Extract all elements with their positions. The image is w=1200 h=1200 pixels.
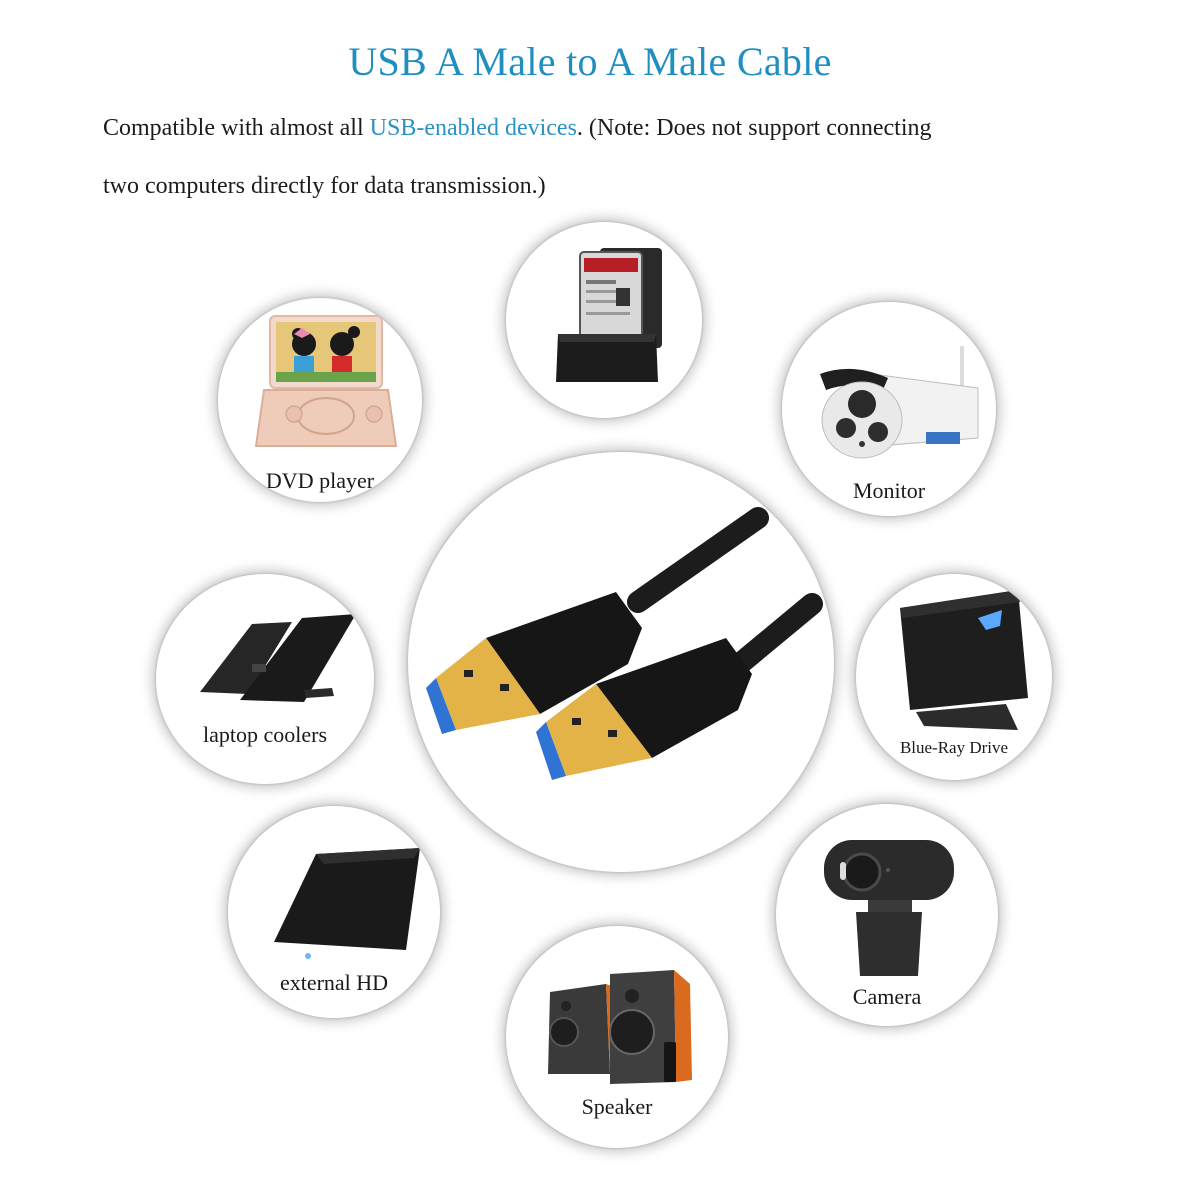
blue-ray-drive-icon bbox=[900, 590, 1028, 730]
usb-a-cable-icon bbox=[426, 507, 823, 780]
label-laptop-coolers: laptop coolers bbox=[202, 722, 328, 747]
device-circle-external-hd: external HD bbox=[228, 806, 440, 1018]
hdd-dock-icon bbox=[556, 248, 662, 382]
desc-highlight: USB-enabled devices bbox=[369, 115, 577, 141]
laptop-cooler-icon bbox=[200, 614, 356, 702]
label-blue-ray-drive: Blue-Ray Drive bbox=[899, 738, 1009, 757]
label-external-hd: external HD bbox=[279, 970, 389, 995]
speaker-icon bbox=[548, 970, 692, 1084]
device-circle-laptop-coolers: laptop coolers bbox=[156, 574, 374, 784]
page-title: USB A Male to A Male Cable bbox=[348, 39, 832, 84]
description-line-2: two computers directly for data transmis… bbox=[103, 173, 546, 199]
device-circle-monitor: Monitor bbox=[782, 302, 996, 516]
device-circle-speaker: Speaker bbox=[506, 926, 728, 1148]
security-camera-icon bbox=[820, 346, 979, 459]
desc-prefix: Compatible with almost all bbox=[103, 115, 370, 141]
dvd-player-icon bbox=[254, 315, 398, 447]
webcam-icon bbox=[824, 840, 954, 976]
label-speaker: Speaker bbox=[581, 1094, 653, 1119]
label-dvd-player: DVD player bbox=[265, 468, 375, 493]
product-circle-usb-cable bbox=[408, 452, 834, 872]
description-line-1: Compatible with almost all USB-enabled d… bbox=[103, 114, 932, 142]
label-monitor: Monitor bbox=[852, 478, 926, 503]
device-circle-hdd-dock bbox=[506, 222, 702, 418]
label-camera: Camera bbox=[852, 984, 922, 1009]
external-hd-icon bbox=[274, 848, 420, 959]
desc-suffix: . (Note: Does not support connecting bbox=[576, 115, 932, 141]
device-circle-dvd-player: DVD player bbox=[218, 298, 422, 502]
device-circle-blue-ray-drive: Blue-Ray Drive bbox=[856, 574, 1052, 780]
device-circle-camera: Camera bbox=[776, 804, 998, 1026]
